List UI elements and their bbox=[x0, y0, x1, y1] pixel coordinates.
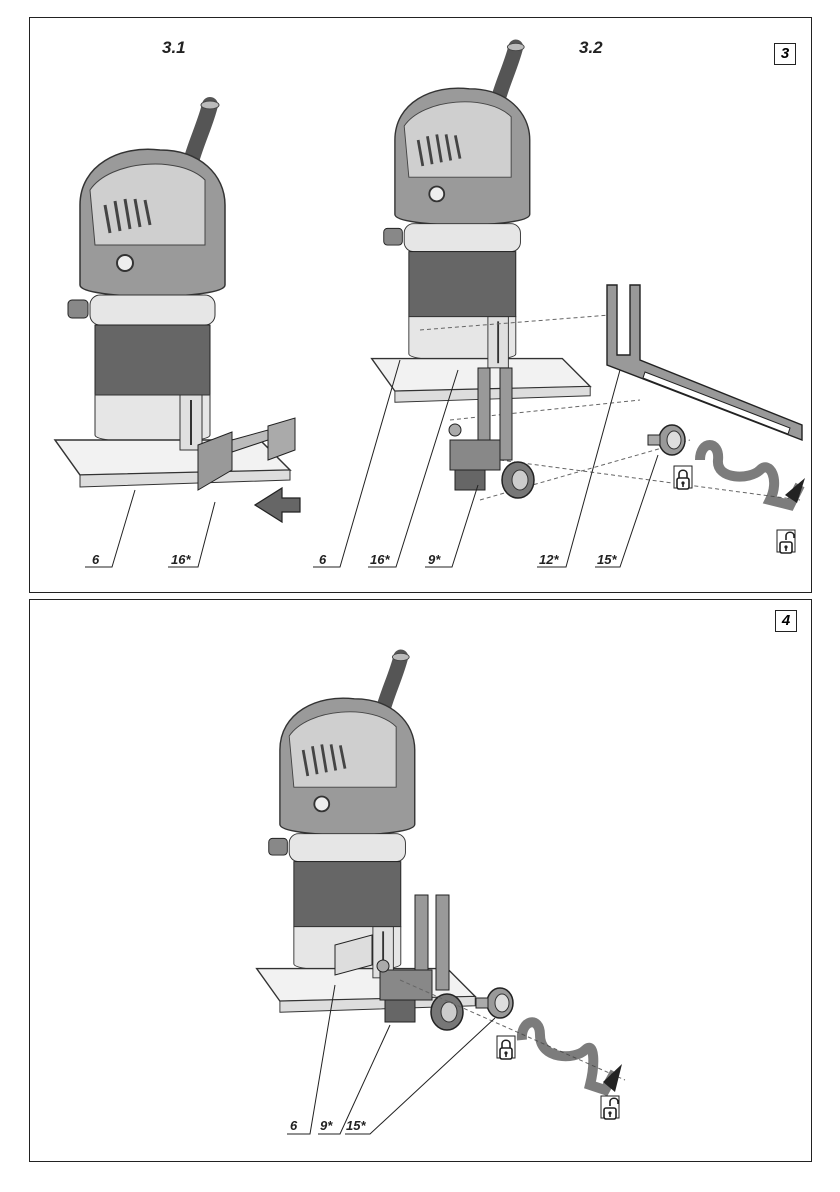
rotation-arrow-icon bbox=[700, 445, 800, 505]
callout-9-fig4: 9* bbox=[320, 1118, 332, 1133]
unlock-icon bbox=[777, 530, 795, 553]
lock-icon bbox=[497, 1036, 515, 1059]
callout-12: 12* bbox=[539, 552, 559, 567]
callout-6-left: 6 bbox=[92, 552, 99, 567]
callout-16-left: 16* bbox=[171, 552, 191, 567]
locking-knob-15-3 bbox=[648, 425, 685, 455]
guide-bracket-12 bbox=[607, 285, 802, 440]
unlock-icon bbox=[601, 1096, 619, 1119]
callout-6-right: 6 bbox=[319, 552, 326, 567]
push-arrow-icon bbox=[255, 488, 300, 522]
callout-6-fig4: 6 bbox=[290, 1118, 297, 1133]
callout-16-right: 16* bbox=[370, 552, 390, 567]
callout-9: 9* bbox=[428, 552, 440, 567]
router-3-2 bbox=[372, 43, 591, 402]
callout-15: 15* bbox=[597, 552, 617, 567]
router-3-1 bbox=[55, 101, 290, 487]
lock-icon bbox=[674, 466, 692, 489]
callout-15-fig4: 15* bbox=[346, 1118, 366, 1133]
locking-knob-15-4 bbox=[476, 988, 513, 1018]
